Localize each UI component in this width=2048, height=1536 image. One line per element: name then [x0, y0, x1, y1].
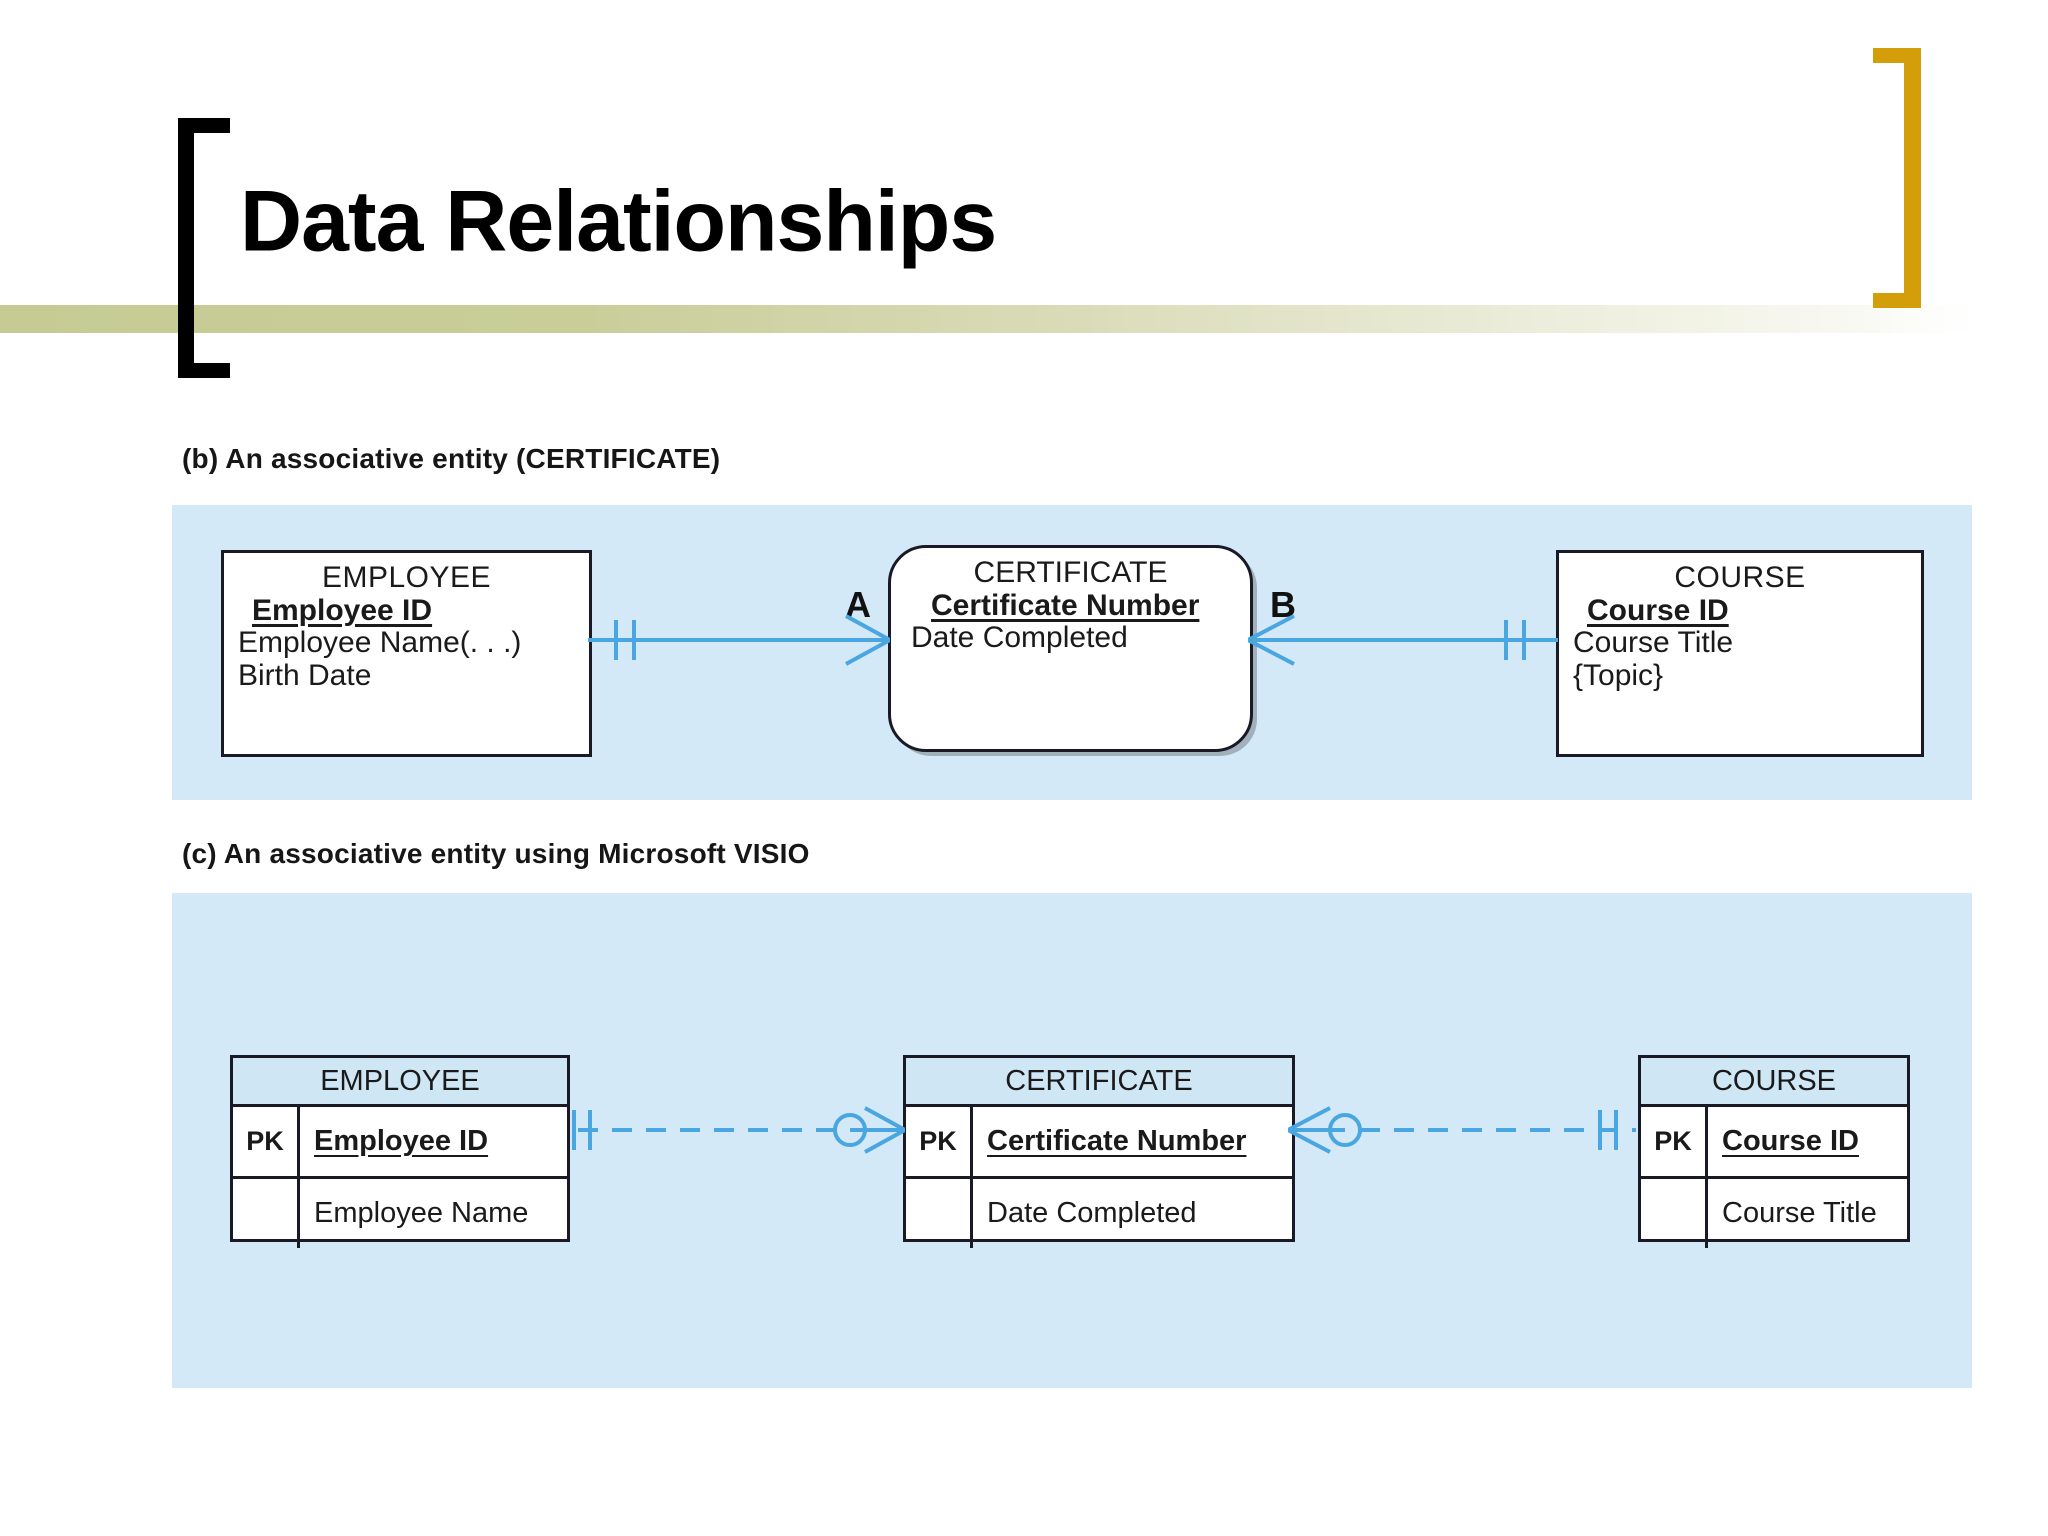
erd-attr-topic: {Topic}	[1573, 658, 1664, 692]
visio-field-course-id: Course ID	[1722, 1125, 1859, 1157]
erd-entity-employee[interactable]: EMPLOYEE Employee ID Employee Name(. . .…	[221, 550, 592, 757]
visio-table-employee-header: EMPLOYEE	[233, 1058, 567, 1107]
visio-key-cell	[233, 1179, 300, 1248]
erd-attr-row: Course ID	[1559, 594, 1921, 627]
erd-entity-certificate-name: CERTIFICATE	[973, 556, 1168, 589]
visio-field-cell: Certificate Number	[973, 1107, 1292, 1176]
visio-field-employee-id: Employee ID	[314, 1125, 489, 1157]
erd-attr-birth-date: Birth Date	[238, 658, 372, 692]
connector-visio-certificate-course	[1288, 1106, 1636, 1154]
erd-attr-course-id: Course ID	[1587, 594, 1729, 627]
visio-field-date-completed: Date Completed	[987, 1197, 1197, 1229]
section-c-caption: (c) An associative entity using Microsof…	[182, 838, 810, 869]
erd-entity-employee-name: EMPLOYEE	[321, 561, 492, 594]
visio-table-row: PK Certificate Number	[906, 1107, 1292, 1179]
erd-entity-certificate[interactable]: CERTIFICATE Certificate Number Date Comp…	[888, 545, 1253, 752]
visio-table-row: Course Title	[1641, 1179, 1907, 1248]
visio-field-employee-name: Employee Name	[314, 1197, 529, 1229]
optional-cardinality-circle-icon	[833, 1113, 867, 1147]
section-b-caption: (b) An associative entity (CERTIFICATE)	[182, 443, 721, 474]
erd-entity-course[interactable]: COURSE Course ID Course Title {Topic}	[1556, 550, 1924, 757]
erd-attr-employee-id: Employee ID	[252, 594, 433, 627]
olive-accent-stripe	[0, 305, 1975, 333]
erd-entity-course-name: COURSE	[1674, 561, 1806, 594]
visio-table-certificate[interactable]: CERTIFICATE PK Certificate Number Date C…	[903, 1055, 1295, 1248]
visio-field-course-title: Course Title	[1722, 1197, 1877, 1229]
visio-table-row: Employee Name	[233, 1179, 567, 1248]
visio-field-cell: Course ID	[1708, 1107, 1907, 1176]
title-band: Data Relationships	[0, 0, 2048, 400]
visio-field-cell: Employee ID	[300, 1107, 567, 1176]
page-title: Data Relationships	[240, 173, 997, 270]
erd-attr-employee-name: Employee Name(. . .)	[238, 626, 522, 660]
right-bracket-decoration	[1873, 48, 1921, 308]
erd-attr-row: Certificate Number	[891, 589, 1250, 622]
visio-table-row: Date Completed	[906, 1179, 1292, 1248]
erd-attr-course-title: Course Title	[1573, 626, 1734, 660]
visio-table-course-header: COURSE	[1641, 1058, 1907, 1107]
visio-key-cell	[906, 1179, 973, 1248]
left-bracket-decoration	[178, 118, 230, 378]
erd-attr-row: Employee ID	[224, 594, 589, 627]
visio-table-employee[interactable]: EMPLOYEE PK Employee ID Employee Name	[230, 1055, 570, 1248]
visio-table-certificate-header: CERTIFICATE	[906, 1058, 1292, 1107]
visio-key-cell: PK	[1641, 1107, 1708, 1176]
connector-visio-employee-certificate	[572, 1106, 905, 1154]
visio-table-course[interactable]: COURSE PK Course ID Course Title	[1638, 1055, 1910, 1248]
visio-table-row: PK Course ID	[1641, 1107, 1907, 1179]
visio-key-cell: PK	[233, 1107, 300, 1176]
erd-attr-certificate-number: Certificate Number	[931, 589, 1200, 622]
visio-key-cell	[1641, 1179, 1708, 1248]
connector-employee-certificate	[588, 614, 890, 666]
visio-field-certificate-number: Certificate Number	[987, 1125, 1247, 1157]
visio-key-cell: PK	[906, 1107, 973, 1176]
connector-certificate-course	[1248, 614, 1558, 666]
erd-attr-date-completed: Date Completed	[911, 621, 1128, 655]
visio-table-row: PK Employee ID	[233, 1107, 567, 1179]
